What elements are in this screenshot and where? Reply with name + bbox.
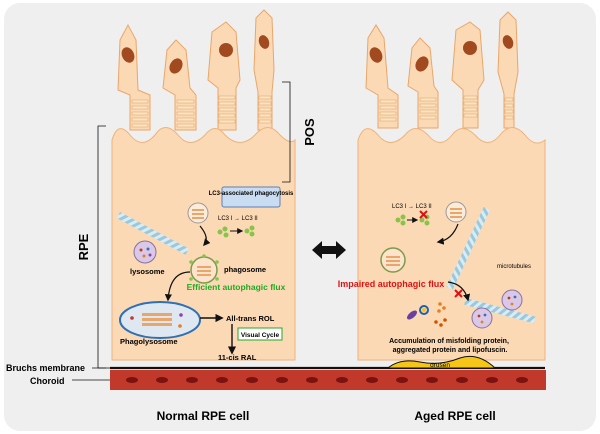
efficient-flux-label: Efficient autophagic flux [187,282,286,292]
lysosome-icon-right-1 [471,307,493,329]
phagolysosome-icon [119,301,201,339]
eleven-cis-ral-label: 11-cis RAL [218,353,257,362]
choroid-label: Choroid [30,376,65,386]
lysosome-label: lysosome [130,267,165,276]
lc3-associated-box [221,186,281,208]
accumulation-label: Accumulation of misfolding protein, aggr… [389,338,511,354]
lysosome-icon-right-2 [501,289,523,311]
phagosome-icon-right [380,247,406,273]
impaired-flux-label: Impaired autophagic flux [338,279,445,289]
phagosome-label: phagosome [224,265,266,274]
lc3-right-label: LC3 I → LC3 II [392,204,432,210]
choroid-layer [110,370,546,390]
outer-segment-discs-right [379,95,514,122]
lysosome-icon [133,240,157,264]
microtubule-icon-right-2 [464,298,536,324]
outer-segment-discs-left [131,95,272,128]
lc3-left-label: LC3 I → LC3 II [218,216,258,222]
normal-rpe-cell: LC3-associated phagocytosis LC3 I → LC3 … [111,9,296,362]
choroid-vessels [126,377,528,383]
bruchs-membrane-label: Bruchs membrane [6,363,85,373]
nuclei-right [369,35,514,72]
visual-cycle-label: Visual Cycle [241,332,280,339]
drusen-deposit [386,355,497,369]
block-x-icon [419,210,428,219]
normal-cell-caption: Normal RPE cell [157,409,250,423]
aggregate-icons [407,302,447,327]
phagocytosed-disc-right [445,201,467,223]
pos-bracket [282,81,291,183]
double-arrow-icon [312,241,346,259]
nuclei-left [121,35,270,74]
pos-label: POS [302,118,317,146]
rpe-cell-body-right [357,127,546,361]
aged-rpe-cell: LC3 I → LC3 II microtubules Impaired aut… [338,11,546,361]
drusen-label: drusen [430,362,450,369]
microtubules-label: microtubules [497,264,531,270]
phagosome-icon [189,254,219,284]
rpe-label: RPE [76,233,91,260]
lc3-cluster-left [217,225,255,238]
aged-cell-caption: Aged RPE cell [414,409,495,423]
phagocytosed-disc-left [187,202,209,224]
visual-cycle-box [237,327,283,341]
block-x-icon-2 [454,289,463,298]
all-trans-rol-label: All-trans ROL [226,314,275,323]
lc3-associated-label: LC3-associated phagocytosis [209,191,294,197]
phagolysosome-label: Phagolysosome [120,337,178,346]
microtubule-icon [116,211,189,255]
microtubule-icon-right-1 [446,207,490,290]
